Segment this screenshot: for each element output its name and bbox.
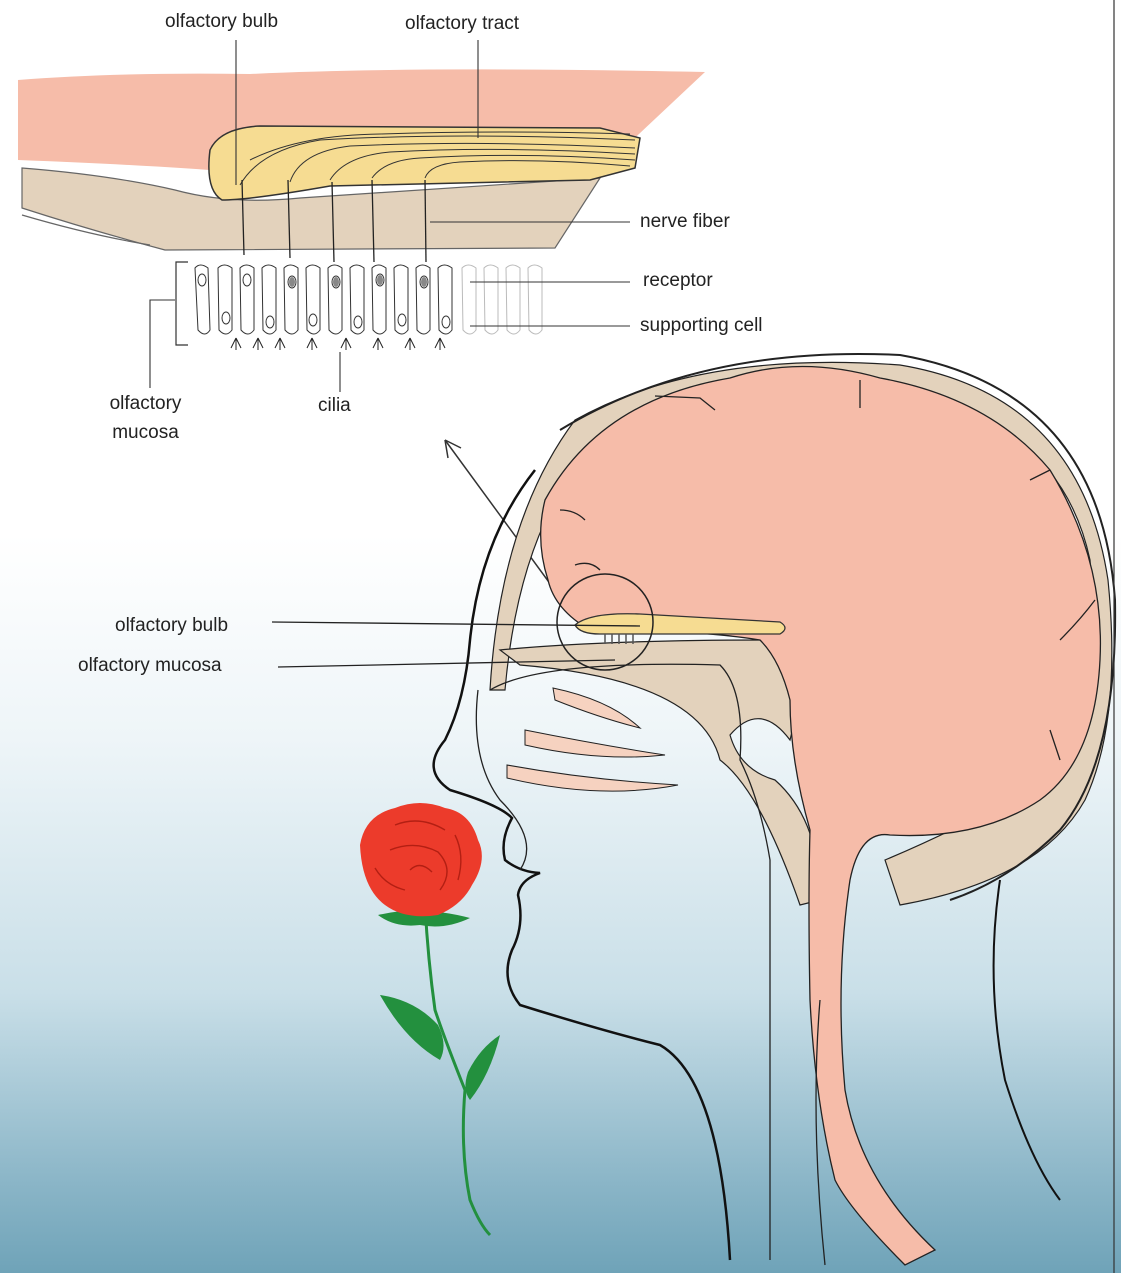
label-olfactory-mucosa-top-1: olfactory	[98, 393, 193, 415]
label-nerve-fiber: nerve fiber	[640, 211, 730, 233]
inset-enlargement	[18, 40, 705, 392]
label-olfactory-mucosa-top-2: mucosa	[98, 422, 193, 444]
inset-cell-layer	[185, 262, 545, 340]
label-olfactory-bulb-top: olfactory bulb	[165, 11, 278, 33]
label-olfactory-bulb-head: olfactory bulb	[115, 615, 228, 637]
label-olfactory-tract: olfactory tract	[405, 13, 519, 35]
rose-illustration	[360, 803, 500, 1235]
turbinate-1	[553, 688, 640, 728]
turbinate-2	[525, 730, 665, 757]
label-cilia: cilia	[318, 395, 351, 417]
turbinate-3	[507, 765, 678, 791]
label-olfactory-mucosa-head: olfactory mucosa	[78, 655, 222, 677]
label-receptor: receptor	[643, 270, 713, 292]
rose-bloom	[360, 803, 482, 916]
label-supporting-cell: supporting cell	[640, 315, 763, 337]
rose-leaf-right	[465, 1035, 500, 1100]
